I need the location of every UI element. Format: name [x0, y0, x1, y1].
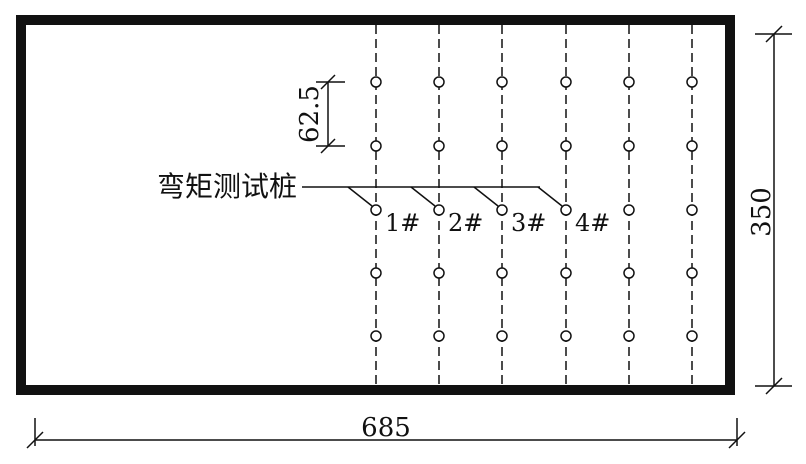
width-dimension: 685: [26, 413, 746, 449]
test-pile-label: 1#: [385, 209, 420, 237]
pile-point: [560, 140, 572, 152]
pile-point: [623, 76, 635, 88]
callout-leader: [537, 186, 563, 207]
pile-point: [370, 204, 382, 216]
pile-point: [686, 330, 698, 342]
pile-point: [496, 330, 508, 342]
pile-point: [370, 76, 382, 88]
pile-point: [496, 267, 508, 279]
container-frame: [16, 15, 735, 395]
pile-point: [370, 140, 382, 152]
pile-point: [560, 204, 572, 216]
height-dimension: 350: [747, 25, 792, 395]
pile-point: [686, 204, 698, 216]
callout-label: 弯矩测试桩: [157, 170, 297, 203]
pile-point: [623, 267, 635, 279]
pile-point: [623, 330, 635, 342]
pile-point: [496, 76, 508, 88]
callout-leaders: [347, 186, 563, 207]
pile-point: [686, 140, 698, 152]
pile-point: [560, 76, 572, 88]
test-pile-labels: 1# 2# 3# 4#: [385, 209, 610, 237]
height-dimension-label: 350: [747, 187, 777, 237]
callout-leader: [473, 186, 499, 207]
pile-column-lines: [375, 25, 693, 386]
test-pile-label: 4#: [575, 209, 610, 237]
pile-point: [370, 330, 382, 342]
test-pile-label: 3#: [511, 209, 546, 237]
pile-point: [686, 267, 698, 279]
pile-point: [560, 267, 572, 279]
spacing-dimension-label: 62.5: [295, 85, 325, 143]
pile-point: [496, 204, 508, 216]
pile-point: [496, 140, 508, 152]
pile-point: [433, 330, 445, 342]
pile-point: [370, 267, 382, 279]
test-pile-callout: 弯矩测试桩: [157, 170, 563, 207]
pile-point: [433, 204, 445, 216]
spacing-dimension: 62.5: [295, 74, 345, 154]
width-dimension-label: 685: [361, 413, 411, 443]
pile-point: [433, 140, 445, 152]
pile-point: [686, 76, 698, 88]
pile-points: [370, 76, 698, 342]
pile-point: [623, 204, 635, 216]
pile-point: [560, 330, 572, 342]
pile-point: [433, 76, 445, 88]
pile-point: [433, 267, 445, 279]
callout-leader: [347, 186, 373, 207]
test-pile-label: 2#: [448, 209, 483, 237]
callout-leader: [410, 186, 436, 207]
pile-point: [623, 140, 635, 152]
